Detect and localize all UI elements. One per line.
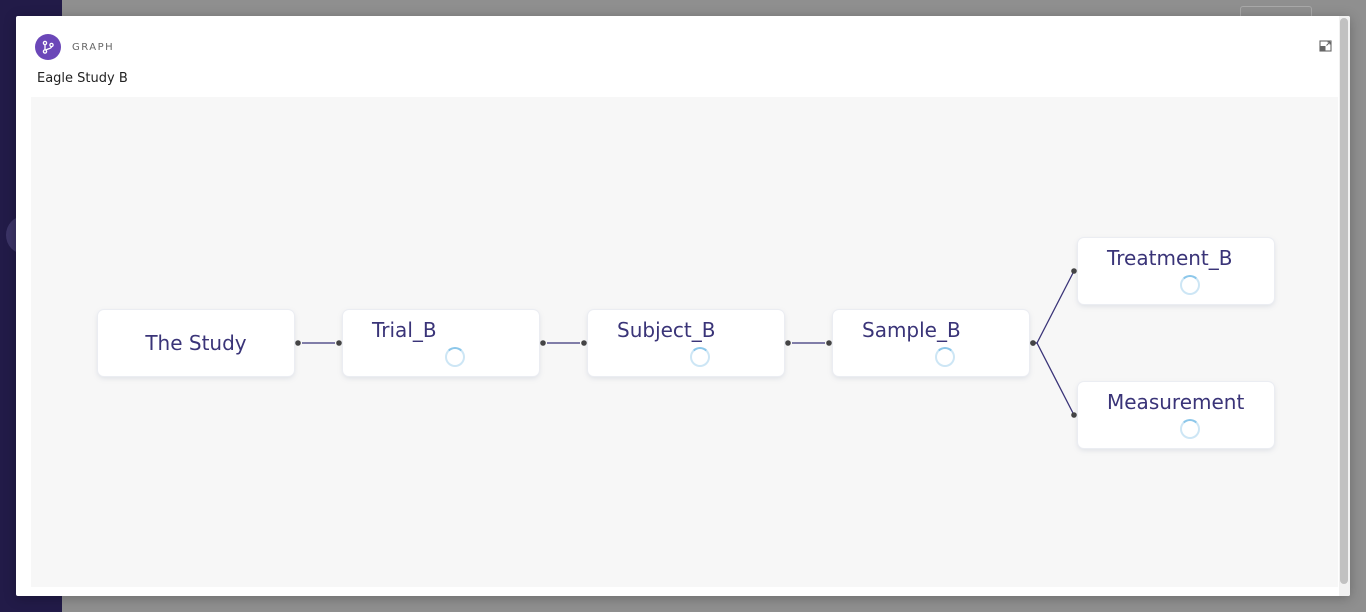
graph-modal: GRAPH Eagle Study B The Study Trial_B Subj… <box>16 16 1350 596</box>
loading-spinner <box>1180 275 1200 295</box>
edge-source-handle <box>785 340 791 346</box>
graph-node-label: Sample_B <box>862 318 961 342</box>
graph-node-measurement[interactable]: Measurement <box>1078 382 1274 448</box>
graph-node-label: Measurement <box>1107 390 1245 414</box>
edge-target-handle <box>1071 412 1077 418</box>
graph-canvas[interactable]: The Study Trial_B Subject_B Sample_B Treatme… <box>31 97 1338 587</box>
graph-node-trial[interactable]: Trial_B <box>343 310 539 376</box>
graph-edges <box>295 268 1077 418</box>
loading-spinner <box>690 347 710 367</box>
edge-target-handle <box>581 340 587 346</box>
graph-node-subject[interactable]: Subject_B <box>588 310 784 376</box>
graph-edge-sample-treatment <box>1033 270 1075 344</box>
edge-source-handle <box>295 340 301 346</box>
modal-type-label: GRAPH <box>72 42 115 53</box>
edge-target-handle <box>826 340 832 346</box>
graph-node-label: Subject_B <box>617 318 716 342</box>
edge-target-handle <box>336 340 342 346</box>
loading-spinner <box>935 347 955 367</box>
modal-header: GRAPH Eagle Study B <box>16 16 1350 96</box>
graph-node-label: Treatment_B <box>1107 246 1233 270</box>
modal-title: Eagle Study B <box>37 71 128 86</box>
edge-target-handle <box>1071 268 1077 274</box>
modal-scrollbar-thumb[interactable] <box>1340 18 1348 584</box>
graph-node-treatment[interactable]: Treatment_B <box>1078 238 1274 304</box>
loading-spinner <box>445 347 465 367</box>
loading-spinner <box>1180 419 1200 439</box>
graph-node-label: Trial_B <box>372 318 437 342</box>
graph-node-study[interactable]: The Study <box>98 310 294 376</box>
edge-source-handle <box>1030 340 1036 346</box>
minimize-icon[interactable] <box>1318 38 1334 54</box>
graph-edge-sample-measurement <box>1033 342 1075 416</box>
graph-node-label: The Study <box>145 331 247 355</box>
graph-node-sample[interactable]: Sample_B <box>833 310 1029 376</box>
graph-branch-icon <box>35 34 61 60</box>
edge-source-handle <box>540 340 546 346</box>
